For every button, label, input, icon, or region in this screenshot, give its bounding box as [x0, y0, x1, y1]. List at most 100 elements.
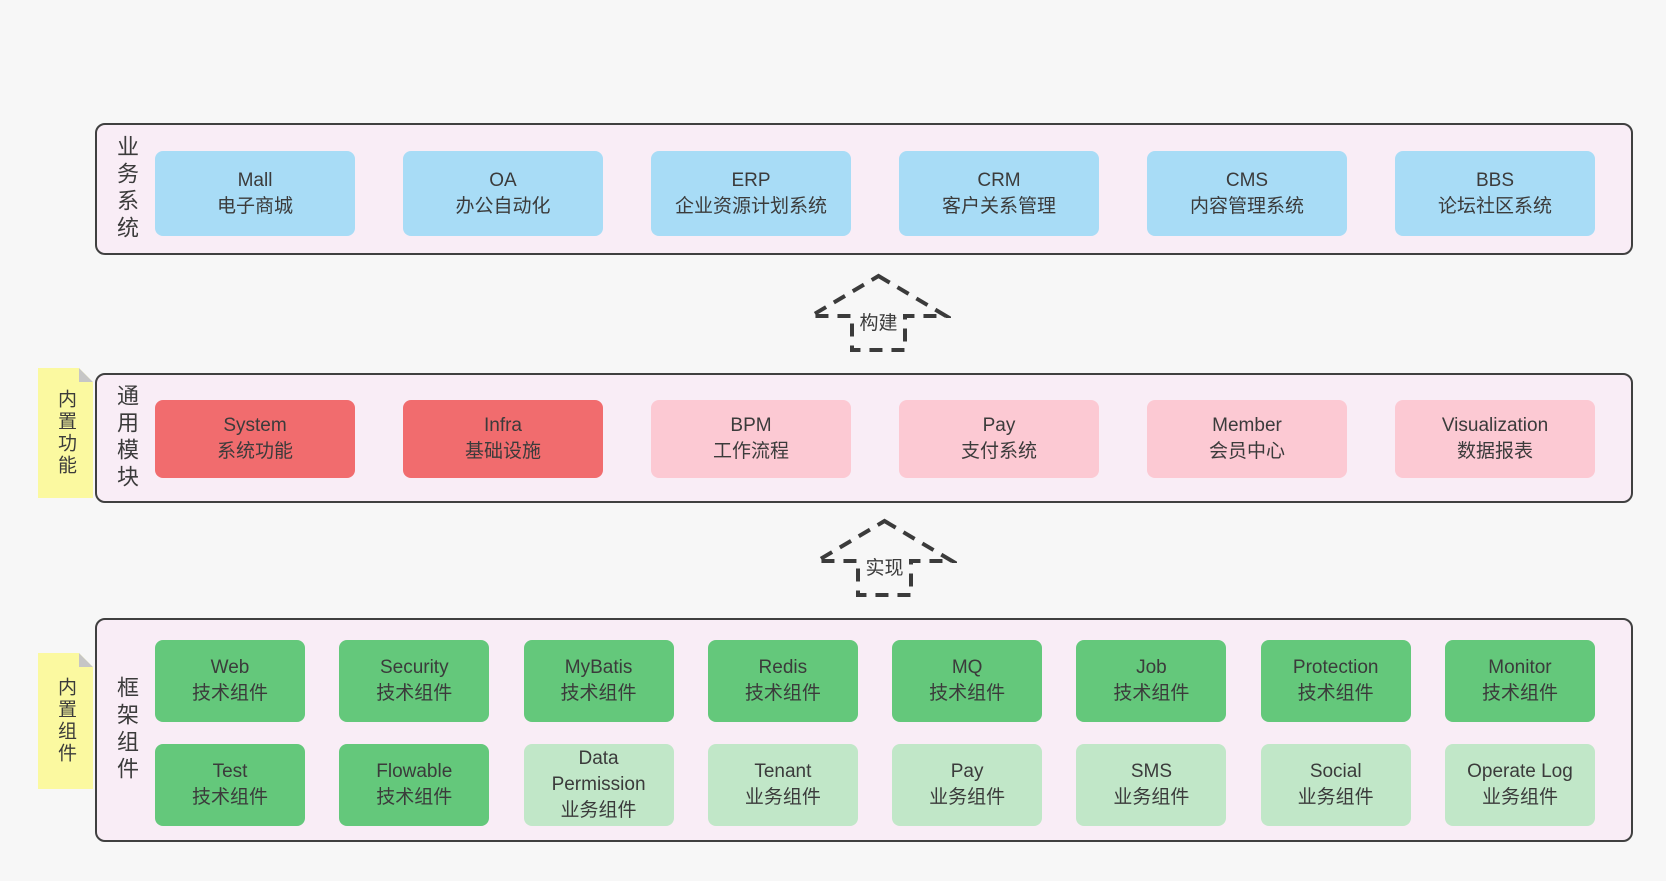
- box-protection: Protection 技术组件: [1260, 640, 1411, 722]
- box-title: Flowable: [376, 761, 453, 782]
- box-redis: Redis 技术组件: [707, 640, 858, 722]
- box-system: System 系统功能: [155, 400, 355, 478]
- build-arrow: 构建: [806, 272, 951, 354]
- builtin-features-note-label: 内置功能: [55, 389, 76, 477]
- box-title: Tenant: [754, 761, 812, 782]
- box-title: MQ: [951, 657, 983, 678]
- box-title: Mall: [237, 169, 273, 191]
- box-title: Member: [1212, 415, 1282, 436]
- box-bpm: BPM 工作流程: [651, 400, 851, 478]
- box-subtitle: 业务组件: [560, 800, 637, 821]
- box-subtitle: 业务组件: [929, 787, 1006, 808]
- dashed-up-arrow-icon: [806, 273, 951, 352]
- box-subtitle: 技术组件: [191, 787, 268, 808]
- box-cms: CMS 内容管理系统: [1147, 151, 1347, 236]
- section-common-modules: 通用模块 System 系统功能 Infra 基础设施 BPM 工作流程 Pay 支付系统 Me…: [95, 373, 1633, 503]
- box-subtitle: 技术组件: [1297, 683, 1374, 704]
- box-title: Protection: [1292, 657, 1379, 678]
- box-mq: MQ 技术组件: [892, 640, 1043, 722]
- box-subtitle: 论坛社区系统: [1437, 195, 1552, 217]
- box-flowable: Flowable 技术组件: [339, 744, 490, 826]
- box-subtitle: 基础设施: [464, 441, 541, 462]
- builtin-features-note: 内置功能: [38, 368, 93, 498]
- box-title: Operate Log: [1467, 761, 1573, 782]
- section-framework-label: 框架组件: [114, 676, 139, 784]
- box-title: Visualization: [1441, 415, 1549, 436]
- box-subtitle: 技术组件: [376, 683, 453, 704]
- box-title: System: [223, 415, 287, 436]
- box-title: BPM: [730, 415, 772, 436]
- builtin-components-note: 内置组件: [38, 653, 93, 789]
- box-title: MyBatis: [564, 657, 633, 678]
- box-title: Job: [1136, 657, 1167, 678]
- box-member: Member 会员中心: [1147, 400, 1347, 478]
- box-subtitle: 业务组件: [1481, 787, 1558, 808]
- box-subtitle: 企业资源计划系统: [674, 195, 827, 217]
- box-crm: CRM 客户关系管理: [899, 151, 1099, 236]
- box-title: Data Permission: [551, 748, 646, 795]
- box-subtitle: 技术组件: [744, 683, 821, 704]
- box-title: CRM: [977, 169, 1021, 191]
- box-subtitle: 技术组件: [929, 683, 1006, 704]
- box-subtitle: 支付系统: [960, 441, 1037, 462]
- box-sms: SMS 业务组件: [1076, 744, 1227, 826]
- box-subtitle: 工作流程: [712, 441, 789, 462]
- modules-box-row: System 系统功能 Infra 基础设施 BPM 工作流程 Pay 支付系统 Member 会…: [155, 400, 1595, 478]
- box-subtitle: 客户关系管理: [941, 195, 1056, 217]
- box-title: SMS: [1130, 761, 1172, 782]
- note-fold-icon: [79, 653, 93, 667]
- box-subtitle: 技术组件: [1481, 683, 1558, 704]
- box-title: CMS: [1225, 169, 1269, 191]
- box-title: Pay: [950, 761, 984, 782]
- build-arrow-label: 构建: [856, 308, 901, 335]
- box-subtitle: 数据报表: [1456, 441, 1533, 462]
- box-test: Test 技术组件: [155, 744, 305, 826]
- box-title: Pay: [982, 415, 1016, 436]
- box-subtitle: 会员中心: [1208, 441, 1285, 462]
- box-security: Security 技术组件: [339, 640, 490, 722]
- box-job: Job 技术组件: [1076, 640, 1227, 722]
- box-subtitle: 业务组件: [1297, 787, 1374, 808]
- box-tenant: Tenant 业务组件: [707, 744, 858, 826]
- box-infra: Infra 基础设施: [403, 400, 603, 478]
- box-mybatis: MyBatis 技术组件: [523, 640, 674, 722]
- box-subtitle: 技术组件: [376, 787, 453, 808]
- box-title: Test: [212, 761, 248, 782]
- builtin-components-note-label: 内置组件: [55, 677, 76, 765]
- box-title: OA: [489, 169, 517, 191]
- box-title: BBS: [1475, 169, 1515, 191]
- box-pay: Pay 业务组件: [892, 744, 1043, 826]
- box-title: Infra: [483, 415, 523, 436]
- box-subtitle: 业务组件: [1113, 787, 1190, 808]
- box-title: Redis: [758, 657, 808, 678]
- box-pay: Pay 支付系统: [899, 400, 1099, 478]
- box-subtitle: 技术组件: [191, 683, 268, 704]
- box-subtitle: 电子商城: [216, 195, 293, 217]
- box-monitor: Monitor 技术组件: [1444, 640, 1595, 722]
- box-erp: ERP 企业资源计划系统: [651, 151, 851, 236]
- box-data-permission: Data Permission 业务组件: [523, 744, 674, 826]
- box-subtitle: 内容管理系统: [1189, 195, 1304, 217]
- box-title: Monitor: [1488, 657, 1552, 678]
- box-title: ERP: [731, 169, 771, 191]
- box-subtitle: 系统功能: [216, 441, 293, 462]
- box-subtitle: 技术组件: [560, 683, 637, 704]
- dashed-up-arrow-icon: [812, 518, 957, 597]
- box-visualization: Visualization 数据报表: [1395, 400, 1595, 478]
- note-fold-icon: [79, 368, 93, 382]
- box-subtitle: 技术组件: [1113, 683, 1190, 704]
- box-mall: Mall 电子商城: [155, 151, 355, 236]
- box-operate-log: Operate Log 业务组件: [1444, 744, 1595, 826]
- section-modules-label: 通用模块: [114, 384, 139, 492]
- box-title: Security: [379, 657, 449, 678]
- box-subtitle: 业务组件: [744, 787, 821, 808]
